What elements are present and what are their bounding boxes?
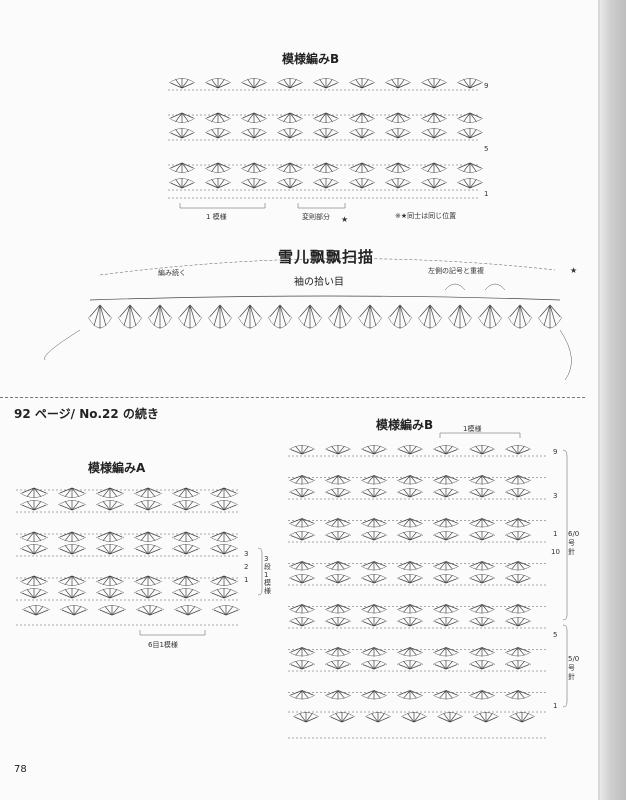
chart-b-needle-upper: 6/0号針 (568, 530, 580, 556)
top-repeat-label: 1 模様 (206, 213, 227, 221)
section-divider (0, 397, 585, 398)
chart-a-row-2: 2 (244, 563, 249, 571)
scan-watermark: 雪儿飘飘扫描 (278, 248, 375, 266)
chart-a-row-3: 3 (244, 550, 249, 558)
page-edge (598, 0, 600, 800)
chart-b-row-9: 9 (553, 448, 558, 456)
chart-b-title: 模様編みB (376, 418, 434, 432)
chart-a-repeat-bracket (139, 630, 206, 636)
top-row-5: 5 (484, 145, 489, 153)
chart-a-repeat-label: 6目1模様 (148, 641, 178, 649)
chart-b-side-bracket-upper (562, 449, 568, 621)
chart-b-side-bracket-lower (562, 624, 568, 708)
chart-b-needle-lower: 5/0号針 (568, 655, 580, 681)
chart-a-row-repeat: 3段1模様 (264, 555, 271, 595)
chart-a-diagram (16, 487, 241, 626)
top-repeat-bracket (179, 203, 266, 209)
continue-label: 編み続く (158, 269, 186, 277)
chart-b-row-10: 10 (551, 548, 560, 556)
chart-b-row-1: 1 (553, 530, 558, 538)
chart-b-repeat-bracket (439, 432, 521, 438)
top-adjust-bracket (297, 203, 346, 209)
top-adjust-label: 変則部分 (302, 213, 330, 221)
chart-b-repeat-label: 1模様 (463, 425, 482, 433)
chart-b-row-3: 3 (553, 492, 558, 500)
top-crochet-chart (168, 78, 484, 199)
top-chart-title: 模様編みB (282, 52, 340, 66)
top-row-9: 9 (484, 82, 489, 90)
chart-a-side-bracket (257, 547, 263, 596)
chart-a-title: 模様編みA (88, 461, 146, 475)
top-row-1: 1 (484, 190, 489, 198)
svg-text:★: ★ (570, 266, 577, 275)
sleeve-pickup-label: 袖の拾い目 (294, 277, 344, 288)
chart-b-row-5: 5 (553, 631, 558, 639)
book-spine (600, 0, 626, 800)
symbol-note: 左側の記号と重複 (428, 267, 484, 275)
page-number: 78 (14, 764, 27, 775)
chart-b-diagram (288, 445, 548, 739)
section-reference: 92 ページ/ No.22 の続き (14, 407, 159, 421)
top-note: ※★同士は同じ位置 (395, 212, 457, 220)
chart-a-row-1: 1 (244, 576, 249, 584)
svg-text:★: ★ (341, 215, 348, 224)
sleeve-pickup-chart: ★★ (44, 215, 577, 381)
chart-b-row-1b: 1 (553, 702, 558, 710)
